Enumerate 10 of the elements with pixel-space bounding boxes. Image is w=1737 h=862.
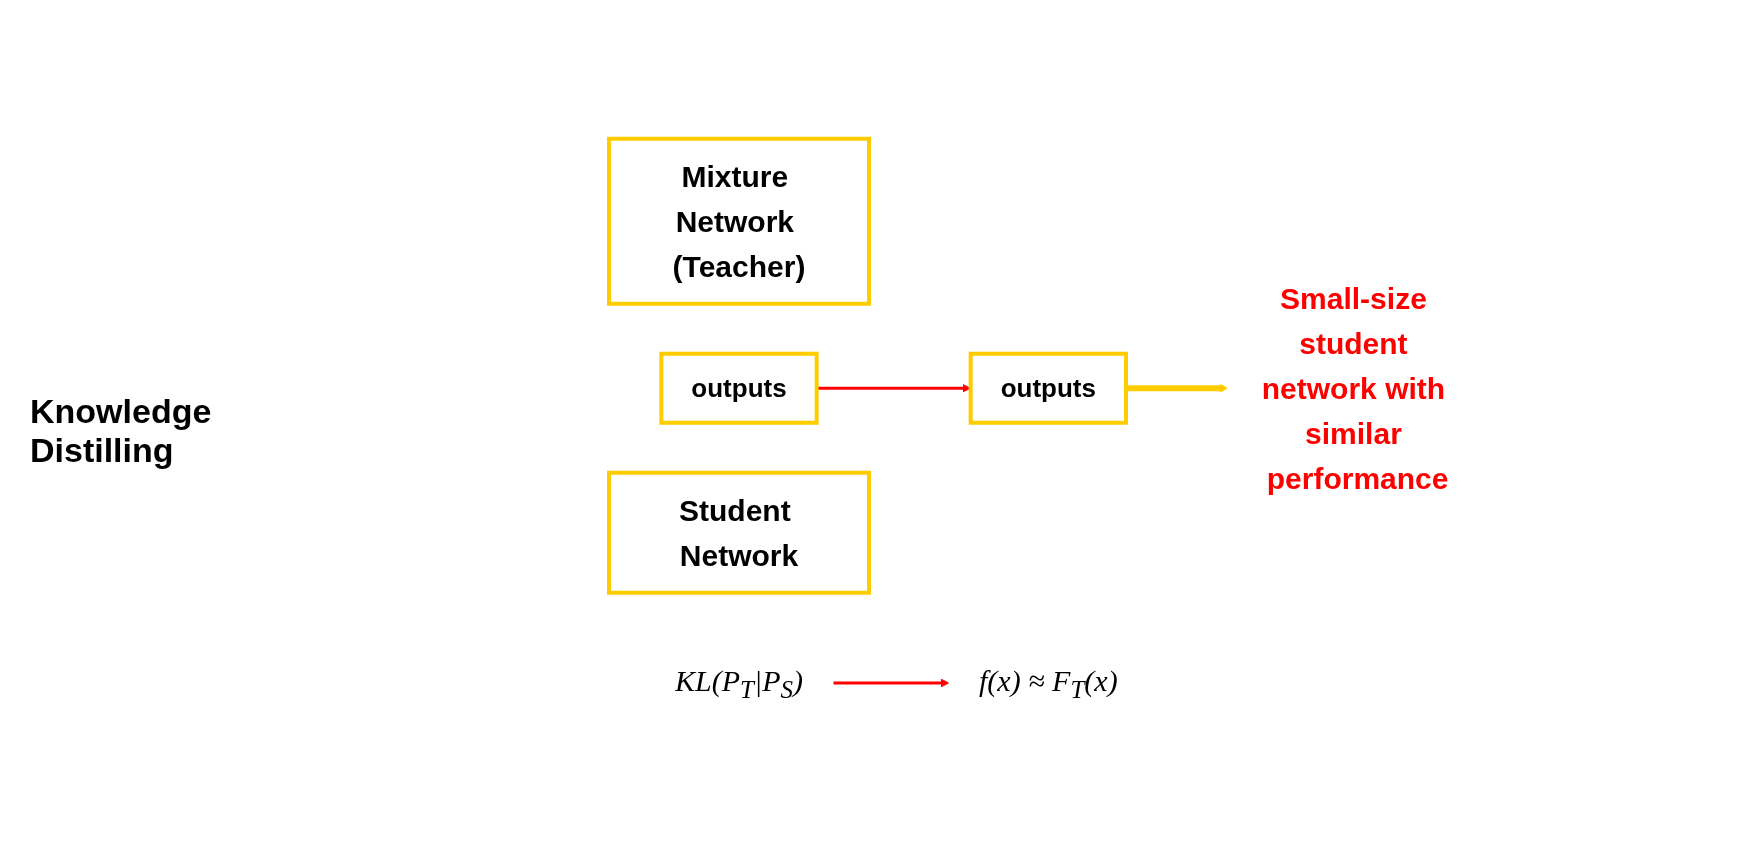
node-text: f(x) ≈ F$_{T}$(x) (979, 663, 1118, 703)
node-text: Small-size student network with similar performance (1261, 281, 1449, 495)
node-box: Student Network (607, 470, 872, 595)
arrow (1126, 383, 1229, 393)
node-box: outputs (968, 351, 1129, 425)
node-text: KL(P$_{T}$|P$_{S}$) (675, 663, 804, 703)
node-box: outputs (659, 351, 819, 425)
arrow (833, 678, 950, 688)
node-box: Mixture Network (Teacher) (607, 136, 872, 306)
note-text: Knowledge Distilling (30, 392, 213, 470)
